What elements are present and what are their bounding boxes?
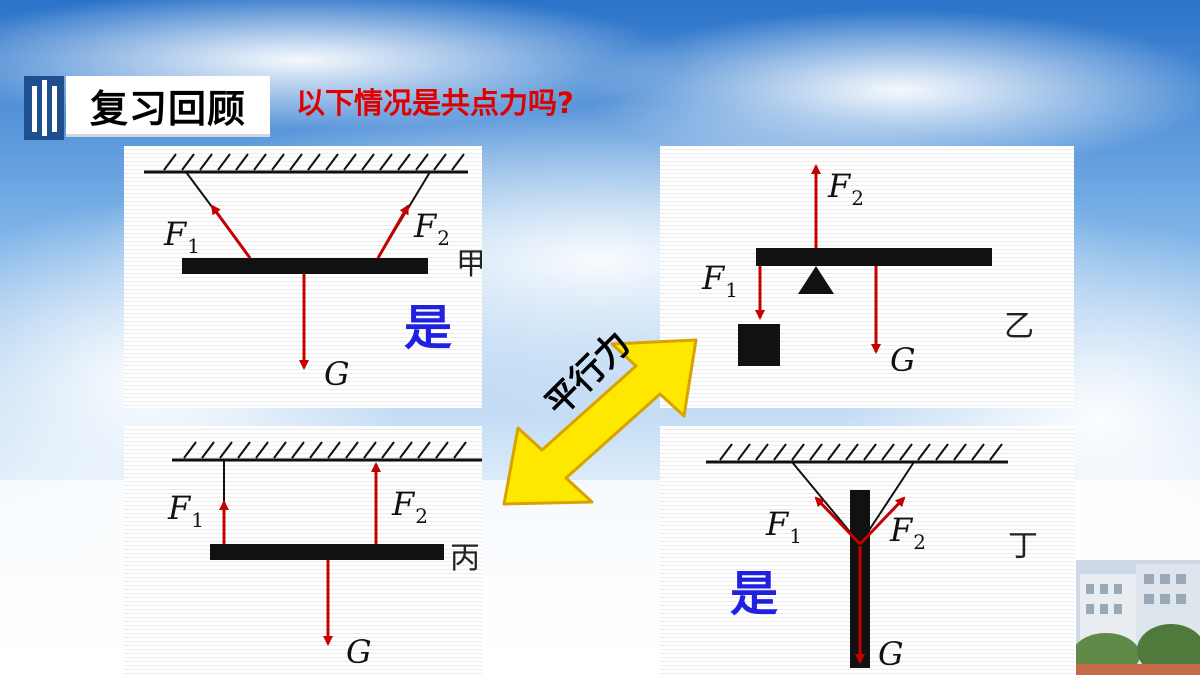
force-label-g: G xyxy=(878,635,904,673)
force-label-f2: F2 xyxy=(828,167,864,210)
panel-ding: F1 F2 G 丁 是 xyxy=(660,426,1074,675)
answer-jia: 是 xyxy=(404,300,453,356)
panel-bing: F1 F2 G 丙 xyxy=(124,426,482,675)
force-label-g: G xyxy=(890,341,916,379)
force-label-f1: F1 xyxy=(702,259,738,302)
panel-label-ding: 丁 xyxy=(1008,529,1038,564)
force-label-f2: F2 xyxy=(392,485,428,528)
panel-yi: F2 F1 G 乙 xyxy=(660,146,1074,408)
panel-label-jia: 甲 xyxy=(456,247,482,282)
vertical-bars-icon xyxy=(24,76,64,140)
campus-photo xyxy=(1076,560,1200,675)
diagram-jia xyxy=(144,153,468,370)
diagram-ding xyxy=(706,443,1008,668)
panel-jia: F1 F2 G 甲 是 xyxy=(124,146,482,408)
force-label-f2: F2 xyxy=(414,207,450,250)
answer-ding: 是 xyxy=(730,566,779,622)
diagram-bing xyxy=(172,441,482,646)
question-text: 以下情况是共点力吗? xyxy=(296,86,574,120)
diagram-yi xyxy=(738,164,992,366)
force-label-g: G xyxy=(324,355,350,393)
header-title: 复习回顾 xyxy=(66,76,270,137)
panel-label-yi: 乙 xyxy=(1004,309,1034,344)
section-header: 复习回顾 xyxy=(24,76,270,140)
double-arrow-icon xyxy=(502,338,698,506)
force-label-f1: F1 xyxy=(766,505,802,548)
force-label-f1: F1 xyxy=(164,215,200,258)
panel-label-bing: 丙 xyxy=(450,541,480,576)
force-label-f1: F1 xyxy=(168,489,204,532)
force-label-f2: F2 xyxy=(890,511,926,554)
force-label-g: G xyxy=(346,633,372,671)
